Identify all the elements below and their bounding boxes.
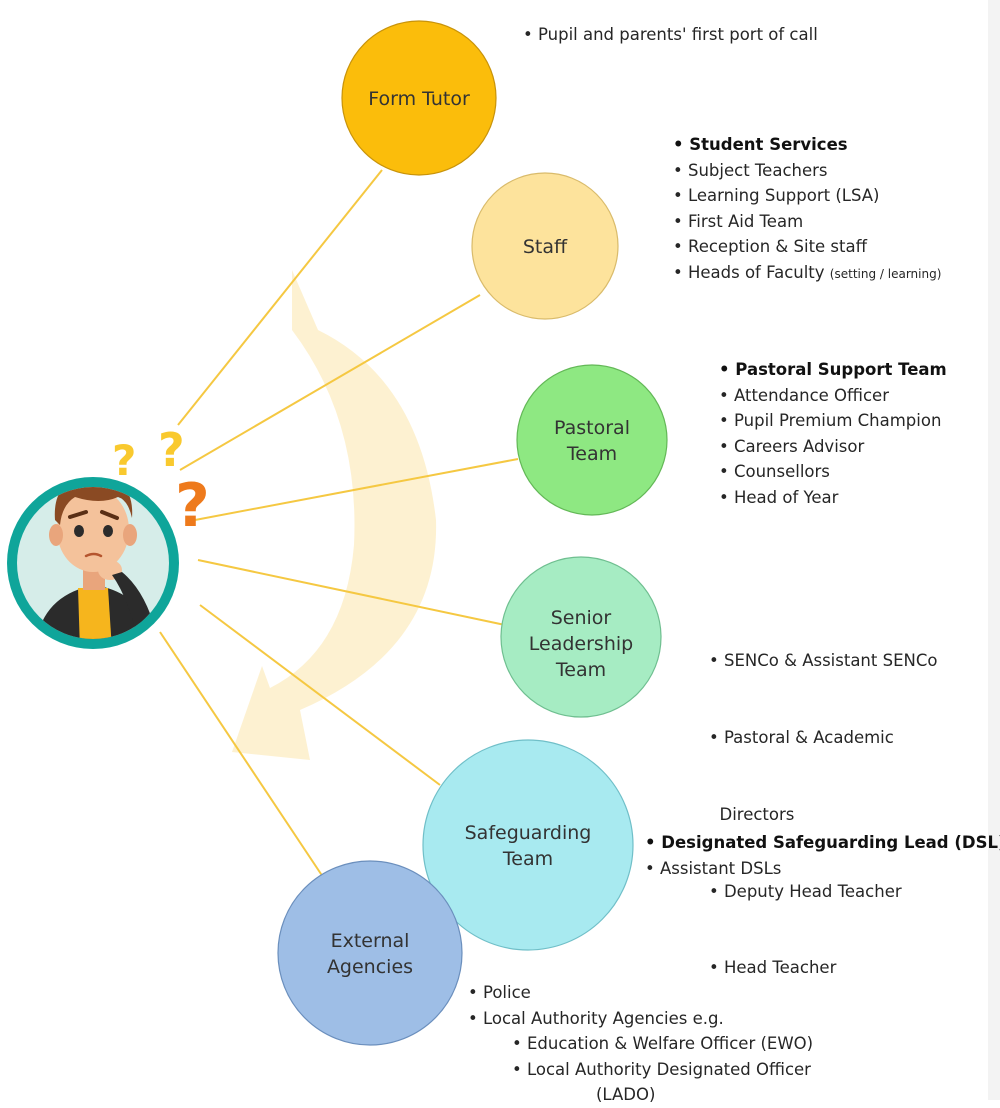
node-label: Safeguarding [465, 822, 592, 844]
list-item: • Counsellors [719, 462, 830, 482]
list-item-text: • Heads of Faculty [673, 262, 825, 282]
list-item: • Local Authority Designated Officer [512, 1059, 811, 1079]
list-item: (LADO) [596, 1085, 656, 1105]
node-external-agencies: External Agencies [277, 860, 463, 1046]
question-marks-icon: ? ? ? [112, 423, 210, 541]
list-external: • Police • Local Authority Agencies e.g.… [468, 980, 813, 1108]
list-item: • Designated Safeguarding Lead (DSL) [645, 833, 1000, 852]
node-label: Staff [523, 236, 568, 258]
node-senior-leadership-team: Senior Leadership Team [500, 556, 662, 718]
list-item: Directors [709, 804, 795, 824]
list-item: • Reception & Site staff [673, 237, 867, 257]
list-item: • Pupil Premium Champion [719, 411, 942, 431]
node-form-tutor: Form Tutor [341, 20, 497, 176]
list-item: • Deputy Head Teacher [709, 881, 902, 901]
node-label: Pastoral [554, 417, 630, 439]
node-label: Senior [551, 607, 612, 629]
list-item: • Careers Advisor [719, 436, 865, 456]
node-label: External [331, 930, 410, 952]
list-item: • First Aid Team [673, 211, 804, 231]
list-item: • Subject Teachers [673, 160, 828, 180]
node-label: Leadership [529, 633, 633, 655]
list-item: • Heads of Faculty (setting / learning) [673, 260, 941, 288]
curved-arrow-icon [232, 270, 437, 760]
connector-staff [179, 294, 481, 471]
node-label: Team [566, 443, 617, 465]
connector-senior [197, 559, 506, 626]
list-safeguarding: • Designated Safeguarding Lead (DSL) • A… [645, 830, 1000, 881]
list-item: • Student Services [673, 135, 848, 154]
list-item: • Assistant DSLs [645, 858, 782, 878]
list-item-note: (setting / learning) [829, 266, 942, 281]
connector-form-tutor [177, 169, 383, 426]
list-item: • Attendance Officer [719, 385, 889, 405]
list-item: • Pastoral & Academic [709, 727, 894, 747]
node-pastoral-team: Pastoral Team [516, 364, 668, 516]
node-label: Team [502, 848, 553, 870]
connector-external [159, 631, 326, 881]
node-label: Agencies [327, 956, 413, 978]
thinking-pupil-icon [7, 477, 179, 649]
list-item: • Pupil and parents' first port of call [523, 25, 818, 44]
list-item: • SENCo & Assistant SENCo [709, 651, 938, 671]
connector-safeguarding [199, 604, 441, 786]
list-item: • Head Teacher [709, 958, 837, 978]
svg-text:?: ? [175, 471, 210, 541]
list-item: • Education & Welfare Officer (EWO) [512, 1034, 814, 1054]
node-label: Team [555, 659, 606, 681]
list-senior: • SENCo & Assistant SENCo • Pastoral & A… [709, 597, 937, 1007]
svg-text:?: ? [158, 423, 185, 477]
node-safeguarding-team: Safeguarding Team [422, 739, 634, 951]
list-item: • Head of Year [719, 487, 839, 507]
scrollbar-track [988, 0, 1000, 1100]
list-form-tutor: • Pupil and parents' first port of call [523, 22, 818, 48]
svg-text:?: ? [112, 436, 136, 485]
list-pastoral: • Pastoral Support Team • Attendance Off… [719, 357, 947, 511]
node-staff: Staff [471, 172, 619, 320]
list-item: • Police [468, 983, 531, 1002]
connector-lines [159, 169, 519, 881]
node-label: Form Tutor [368, 88, 470, 110]
list-item: • Pastoral Support Team [719, 360, 947, 379]
list-item: • Learning Support (LSA) [673, 186, 880, 206]
list-staff: • Student Services • Subject Teachers • … [673, 132, 941, 288]
list-item: • Local Authority Agencies e.g. [468, 1008, 724, 1028]
connector-pastoral [194, 458, 519, 521]
